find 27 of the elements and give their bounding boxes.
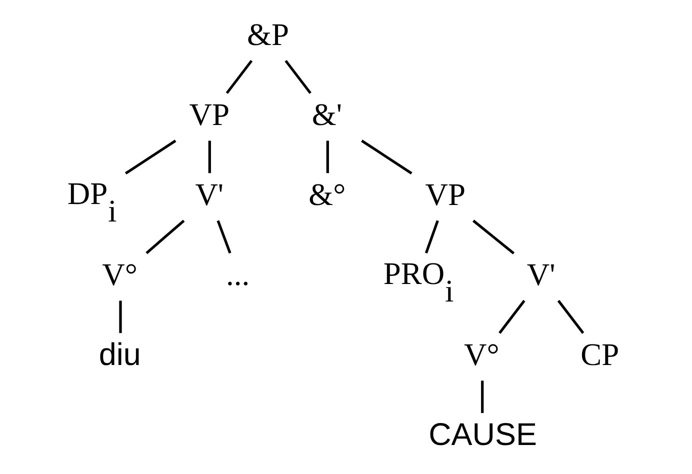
- node-text: &P: [247, 17, 289, 52]
- connector: [557, 300, 584, 334]
- connector: [472, 220, 515, 254]
- node-text: CP: [580, 337, 620, 372]
- node-text: CAUSE: [428, 417, 537, 452]
- node-text: V': [195, 177, 224, 212]
- connector: [284, 60, 312, 94]
- connector: [361, 140, 412, 174]
- node-text: &': [312, 97, 342, 132]
- node-text: V°: [464, 337, 500, 372]
- connector: [424, 220, 439, 254]
- connector: [124, 140, 176, 174]
- node-text: VP: [425, 177, 466, 212]
- node-text: V': [526, 257, 556, 292]
- connector: [326, 140, 329, 174]
- node-text: diu: [98, 337, 141, 372]
- connector: [481, 380, 484, 414]
- node-text: ...: [226, 257, 250, 292]
- connector: [226, 60, 253, 94]
- connector: [208, 140, 211, 174]
- node-text: VP: [189, 97, 230, 132]
- connector: [119, 300, 122, 334]
- connector: [216, 220, 232, 254]
- connector: [498, 300, 526, 334]
- node-text: V°: [102, 257, 138, 292]
- connector: [146, 220, 185, 254]
- node-text: &°: [308, 177, 346, 212]
